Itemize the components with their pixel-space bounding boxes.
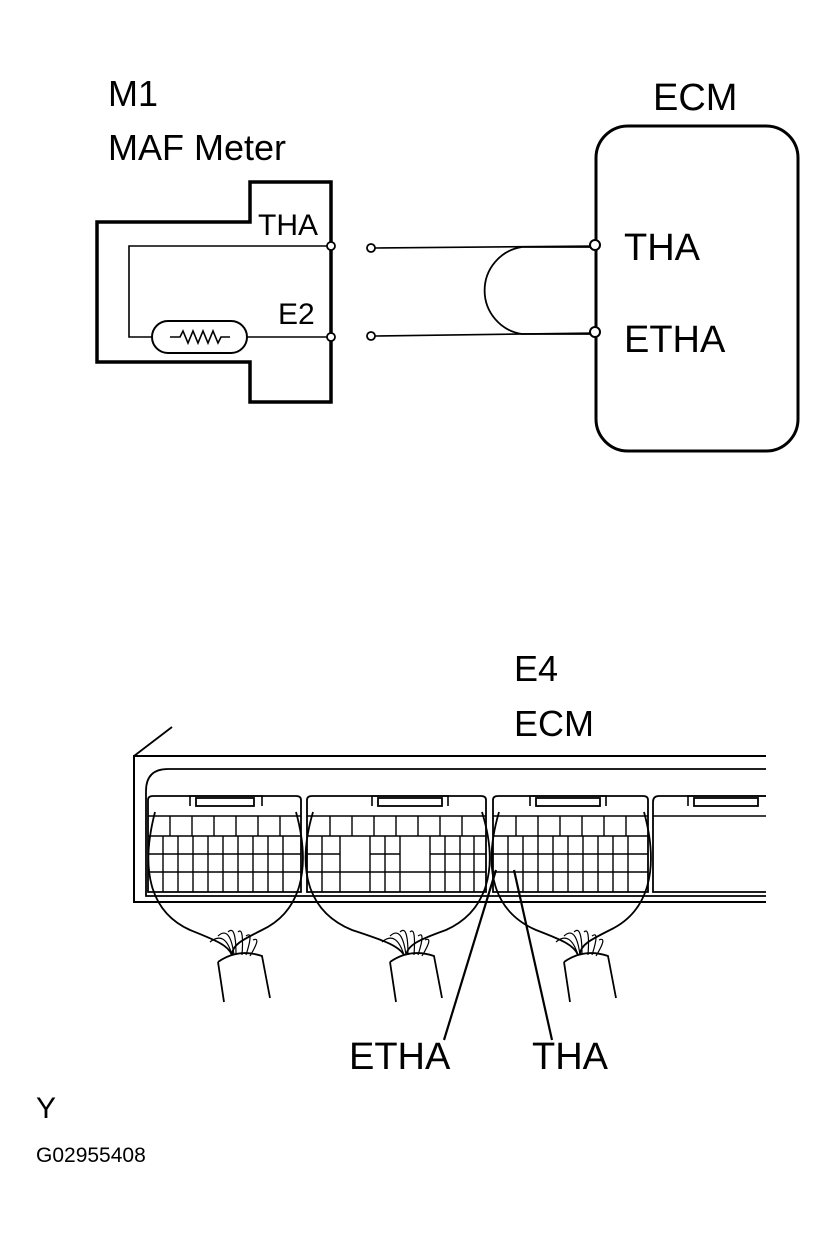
ecm-housing: [133, 726, 766, 903]
harness-end-etha: [366, 331, 376, 341]
ecm-terminal-etha-label: ETHA: [624, 319, 726, 361]
connector-block-1: [147, 795, 304, 1003]
maf-meter-title: MAF Meter: [108, 127, 286, 168]
circuit-diagram: M1 MAF Meter THA E2 ECM THA ETHA: [95, 73, 800, 453]
maf-internal-wire-tha: [128, 245, 331, 338]
callout-label-etha: ETHA: [349, 1036, 451, 1078]
connector-block-4: [652, 795, 766, 893]
maf-terminal-tha-label: THA: [258, 209, 318, 242]
callout-line-etha: [442, 869, 498, 1041]
footer-letter: Y: [36, 1092, 56, 1125]
resistor-zigzag-icon: [170, 328, 230, 346]
callout-line-tha: [512, 869, 554, 1041]
harness-end-tha: [366, 243, 376, 253]
thermistor-icon: [151, 320, 248, 354]
ecm-terminal-tha: [589, 239, 601, 251]
ecm-box-title: ECM: [653, 77, 737, 119]
maf-terminal-e2-label: E2: [278, 298, 315, 331]
ecm-box: [594, 124, 800, 453]
connector-block-3: [490, 795, 652, 1003]
maf-terminal-tha: [326, 241, 336, 251]
connector-block-2: [304, 795, 491, 1003]
maf-meter-housing: [95, 180, 333, 404]
maf-terminal-e2: [326, 332, 336, 342]
figure-code: G02955408: [36, 1144, 146, 1167]
ecm-connector-title: ECM: [514, 703, 594, 744]
ecm-connector-id: E4: [514, 648, 558, 689]
ecm-terminal-etha: [589, 326, 601, 338]
jumper-wire: [483, 246, 592, 335]
ecm-connector-view: E4 ECM: [133, 648, 766, 1078]
ecm-terminal-tha-label: THA: [624, 227, 701, 269]
maf-connector-id: M1: [108, 73, 158, 114]
callout-label-tha: THA: [532, 1036, 609, 1078]
